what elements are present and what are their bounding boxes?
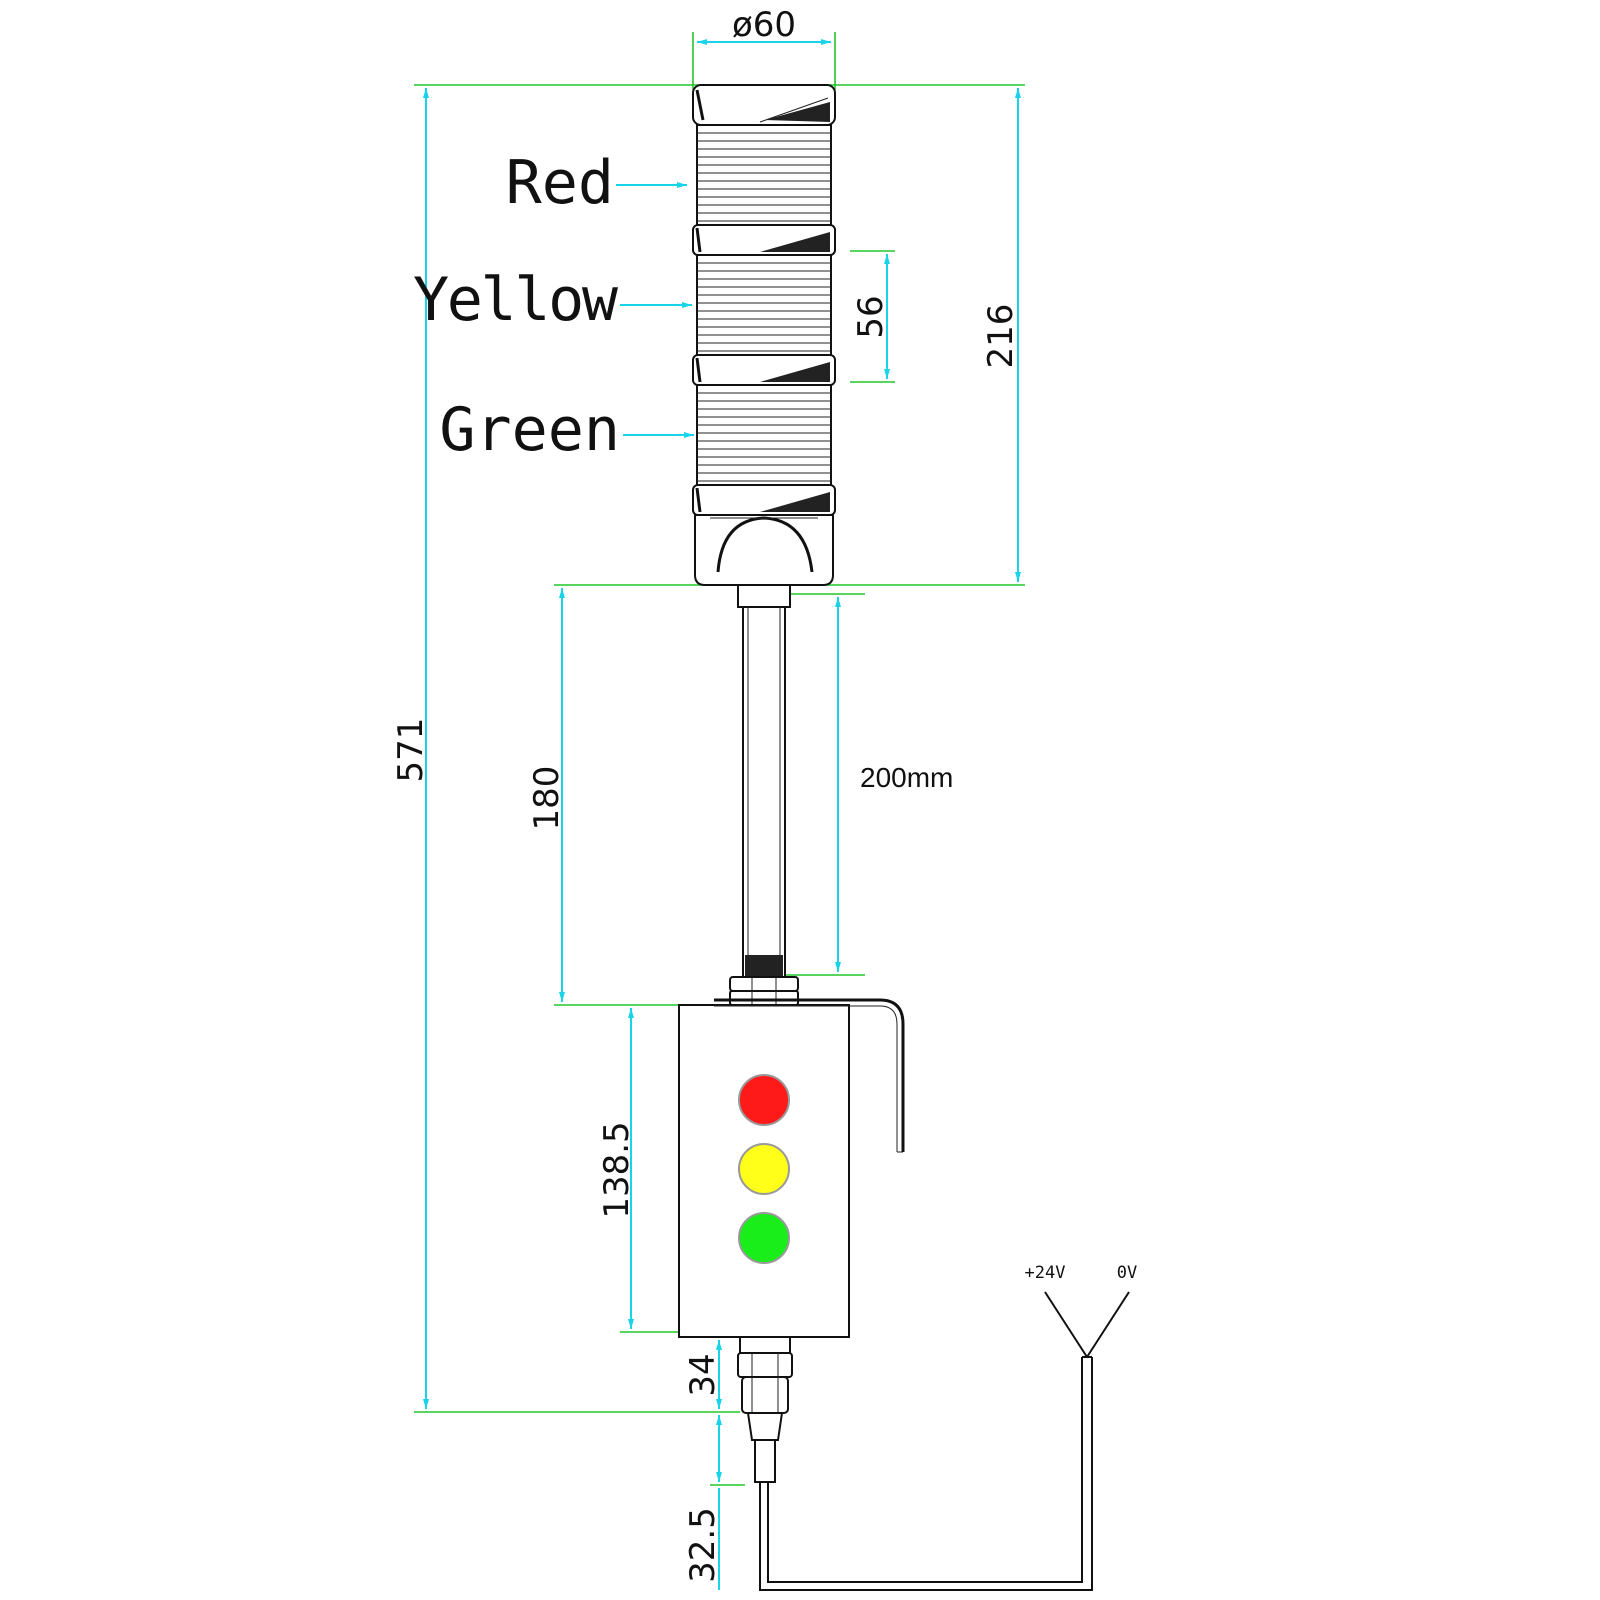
dim-cable-exit: 32.5 — [683, 1507, 723, 1583]
cable — [759, 1291, 1130, 1591]
pole-nut-top — [729, 976, 799, 992]
dim-tier-height: 56 — [851, 295, 891, 338]
dim-box-height: 138.5 — [597, 1121, 637, 1218]
wiring-labels: +24V 0V — [1025, 1263, 1138, 1283]
gland-neck — [739, 1336, 791, 1354]
tower-light — [692, 84, 836, 586]
control-box — [678, 998, 905, 1338]
gland-nut — [737, 1352, 793, 1378]
green-indicator-lamp — [738, 1212, 790, 1264]
cable-gland — [737, 1336, 793, 1483]
dimension-texts: ø60 216 56 571 180 200mm 138.5 34 32.5 — [391, 5, 1021, 1583]
gland-cap — [741, 1376, 789, 1414]
mounting-bracket — [714, 998, 905, 1152]
tier-red — [696, 124, 832, 226]
yellow-indicator-lamp — [738, 1143, 790, 1195]
dim-pole-height: 180 — [527, 766, 567, 831]
label-green: Green — [439, 395, 620, 465]
pole — [729, 584, 799, 1006]
wire-ground — [1086, 1291, 1130, 1358]
dim-diameter: ø60 — [732, 5, 796, 45]
label-ground-0v: 0V — [1117, 1263, 1137, 1283]
pole-nut-bottom — [729, 990, 799, 1006]
dimension-lines — [423, 39, 1021, 1590]
red-indicator-lamp — [738, 1074, 790, 1126]
pole-adapter — [737, 584, 791, 608]
label-positive-24v: +24V — [1025, 1263, 1066, 1283]
label-yellow: Yellow — [413, 265, 619, 335]
tower-base — [694, 514, 834, 586]
tier-yellow — [696, 254, 832, 356]
tier-green — [696, 384, 832, 486]
pole-tube — [742, 606, 786, 978]
dim-overall-height: 571 — [391, 718, 431, 783]
wire-positive — [1044, 1291, 1088, 1358]
dim-gland-height: 34 — [683, 1353, 723, 1396]
dim-pole-length: 200mm — [860, 762, 953, 793]
gland-seal — [746, 1412, 784, 1441]
label-red: Red — [506, 148, 614, 218]
pole-thread — [745, 955, 783, 977]
dim-tower-height: 216 — [981, 304, 1021, 369]
callout-labels: Red Yellow Green — [413, 148, 620, 465]
cable-boot — [754, 1439, 776, 1483]
